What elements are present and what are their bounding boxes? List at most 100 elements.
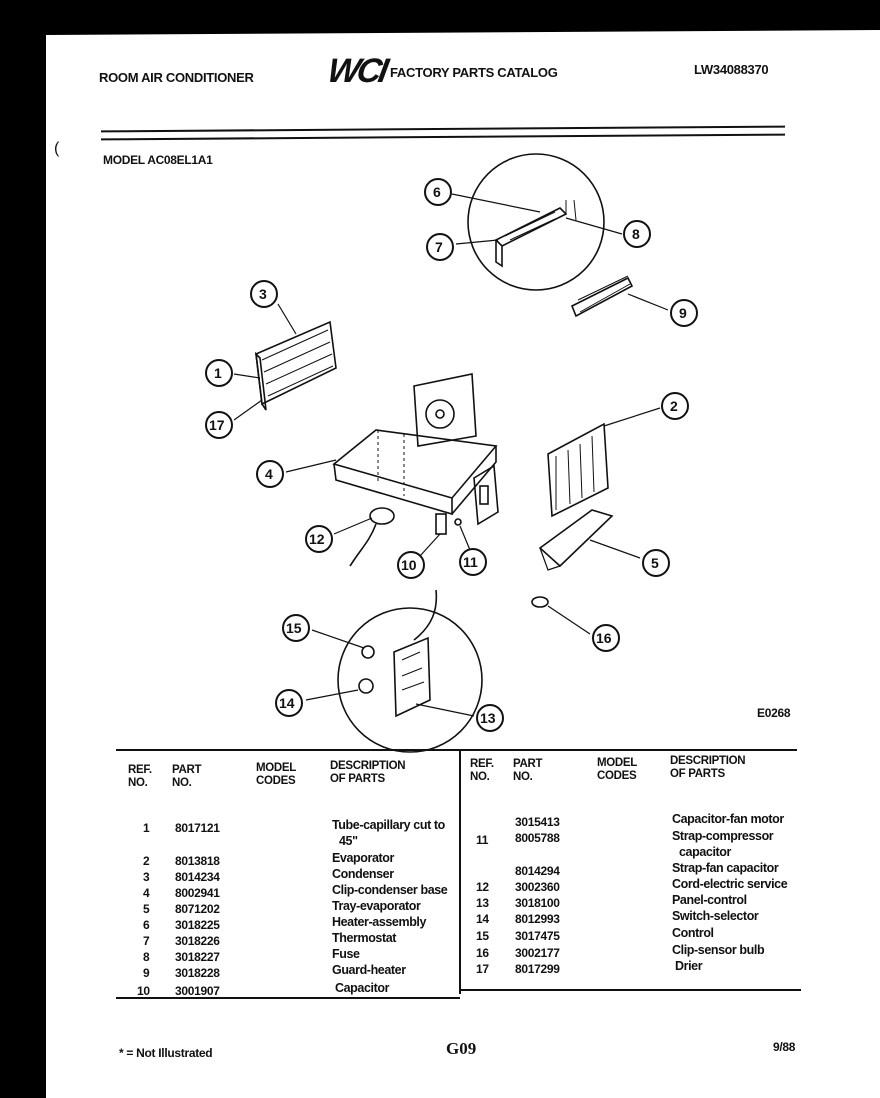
desc-cell: Tube-capillary cut to [332,818,445,832]
ref-cell: 8 [143,950,150,964]
desc-cell: Condenser [332,867,394,881]
callout-16: 16 [596,630,612,646]
base-pan-shape [332,429,498,499]
desc-cell: Clip-condenser base [332,883,448,897]
control-knob [361,645,375,659]
table-bottom-rule-left [116,997,460,999]
ref-cell: 11 [476,833,489,847]
callout-13: 13 [480,710,496,726]
table-bottom-rule [461,989,801,991]
part-cell: 8071202 [175,902,220,916]
part-cell: 8014294 [515,864,560,878]
model-label: MODEL AC08EL1A1 [103,153,213,167]
ref-cell: 1 [143,821,150,835]
scan-mark: ( [54,140,60,157]
part-cell: 8014234 [175,870,220,884]
header-left-title: ROOM AIR CONDITIONER [99,70,254,85]
callout-14: 14 [279,695,295,711]
ref-cell: 2 [143,854,150,868]
desc-cell: Thermostat [332,931,397,945]
desc-cell: Cord-electric service [672,877,788,891]
desc-cell: Drier [675,959,703,973]
callout-3: 3 [259,286,267,302]
ref-cell: 14 [476,912,489,926]
print-date: 9/88 [773,1040,796,1054]
control-panel-detail [393,636,431,718]
desc-cell: Tray-evaporator [332,899,421,913]
desc-cell: Strap-compressor [672,829,774,843]
part-cell: 8017121 [175,821,220,835]
callout-6-top: 6 [433,184,441,200]
desc-cell: Heater-assembly [332,915,427,929]
part-cell: 3018225 [175,918,220,932]
ref-cell: 12 [476,880,489,894]
condenser-shape [255,320,337,406]
desc-cell: Switch-selector [672,909,759,923]
heater-assembly-shape [494,207,568,268]
ref-cell: 7 [143,934,150,948]
selector-switch-knob [358,678,374,694]
ref-cell: 9 [143,966,150,980]
callout-11: 11 [463,554,478,570]
desc-cell: Evaporator [332,851,394,865]
callout-9: 9 [679,305,687,321]
ref-cell: 10 [137,984,150,998]
col-header-ref: REF.NO. [128,764,152,789]
callout-4: 4 [265,466,273,482]
part-cell: 3017475 [515,929,560,943]
ref-cell: 13 [476,896,489,910]
part-cell: 3001907 [175,984,220,998]
desc-cell: Fuse [332,947,360,961]
table-top-rule [116,749,797,751]
callout-2: 2 [670,398,678,414]
callout-5: 5 [651,555,659,571]
part-cell: 3018226 [175,934,220,948]
power-cord-coil [369,507,395,525]
desc-cell: Strap-fan capacitor [672,861,779,875]
ref-cell: 6 [143,918,150,932]
callout-17: 17 [209,417,225,433]
desc-cell: Clip-sensor bulb [672,943,765,957]
part-cell: 8002941 [175,886,220,900]
figure-code: E0268 [757,706,791,720]
col-header-ref-right: REF.NO. [470,758,494,783]
evaporator-tray-shape [538,509,614,568]
power-cord-lead [349,523,377,567]
part-cell: 8017299 [515,962,560,976]
ref-cell: 3 [143,870,150,884]
control-panel-shape [473,464,499,526]
desc-cell-cont: 45" [339,834,358,848]
part-cell: 8012993 [515,912,560,926]
desc-cell: Capacitor-fan motor [672,812,784,826]
part-cell: 3002177 [515,946,560,960]
ref-cell: 17 [476,962,489,976]
ref-cell: 5 [143,902,150,916]
part-cell: 8013818 [175,854,220,868]
ref-cell: 4 [143,886,150,900]
desc-cell: Capacitor [335,981,390,995]
fan-shroud-shape [413,373,477,447]
part-cell: 3018227 [175,950,220,964]
part-cell: 8005788 [515,831,560,845]
sensor-clip-shape [531,596,549,608]
catalog-number: LW34088370 [694,62,769,77]
ref-cell: 16 [476,946,489,960]
control-detail-circle [337,607,483,753]
footnote: * = Not Illustrated [119,1046,213,1060]
capacitor-shape [435,513,447,535]
header-center-title: FACTORY PARTS CATALOG [390,65,558,80]
callout-12: 12 [309,531,325,547]
guard-heater-shape [570,276,634,318]
heater-detail-circle [467,153,605,291]
callout-7: 7 [435,239,443,255]
callout-15: 15 [286,620,302,636]
desc-cell: Control [672,926,714,940]
callout-1: 1 [214,365,222,381]
desc-cell-cont: capacitor [679,845,731,859]
part-cell: 3002360 [515,880,560,894]
part-cell: 3015413 [515,815,560,829]
